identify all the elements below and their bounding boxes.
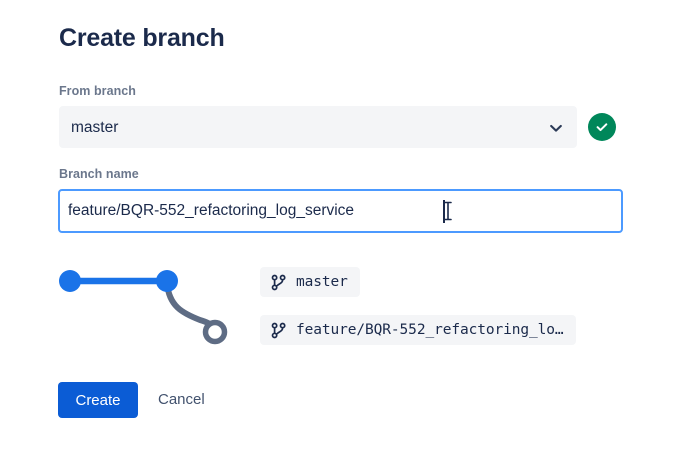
branch-name-input[interactable]: [68, 191, 588, 231]
new-branch-node: [202, 319, 228, 345]
branch-chip-feature: feature/BQR-552_refactoring_lo…: [260, 315, 576, 345]
text-caret: [443, 200, 445, 223]
git-branch-icon: [270, 322, 287, 339]
git-branch-icon: [270, 274, 287, 291]
branch-line-new: [164, 280, 216, 331]
branch-name-label: Branch name: [59, 167, 139, 181]
page-title: Create branch: [59, 24, 225, 52]
chevron-down-icon[interactable]: [548, 120, 564, 136]
commit-node-1: [59, 270, 81, 292]
from-branch-label: From branch: [59, 84, 136, 98]
check-circle-icon: [588, 113, 616, 141]
from-branch-select[interactable]: master: [59, 106, 577, 148]
branch-chip-label: feature/BQR-552_refactoring_lo…: [296, 322, 564, 338]
branch-chip-master: master: [260, 267, 360, 297]
from-branch-value: master: [71, 119, 119, 136]
cancel-button[interactable]: Cancel: [150, 382, 213, 418]
branch-name-field[interactable]: [58, 189, 623, 233]
from-branch-row: master: [59, 106, 637, 150]
commit-node-2: [156, 270, 178, 292]
create-button[interactable]: Create: [58, 382, 138, 418]
branch-chip-label: master: [296, 274, 348, 290]
branch-graph: [52, 258, 242, 350]
